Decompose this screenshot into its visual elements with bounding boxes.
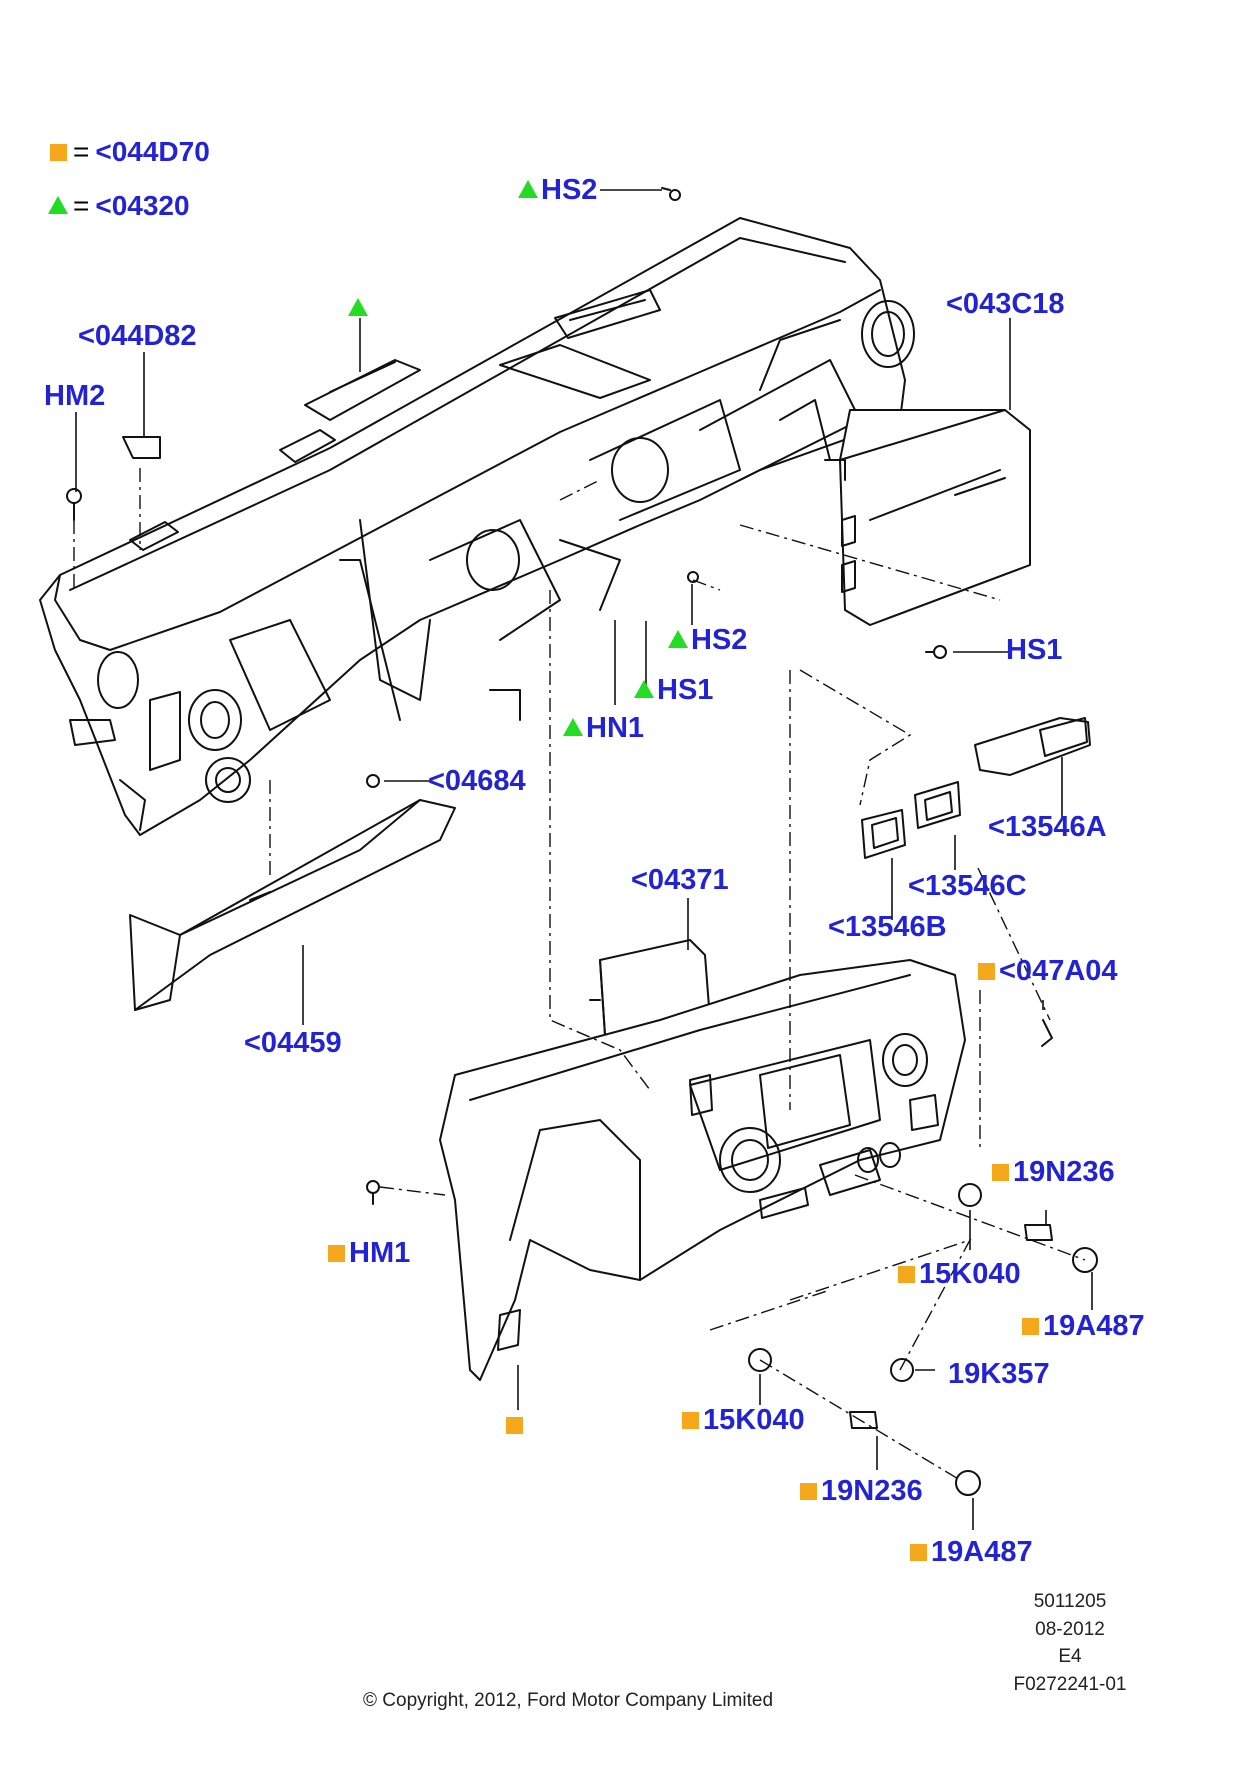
callout-text: <047A04 — [999, 955, 1118, 987]
figure-number: F0272241-01 — [1013, 1673, 1127, 1695]
green-triangle-icon — [668, 630, 688, 648]
callout-04371: <04371 — [631, 866, 729, 895]
reference-date: 08-2012 — [1035, 1618, 1105, 1640]
airbag-cover — [824, 409, 1031, 626]
callout-15k040-a: 15K040 — [898, 1260, 1021, 1289]
orange-square-icon — [328, 1245, 345, 1262]
callout-hm1: HM1 — [328, 1239, 410, 1268]
callout-hs2-mid: HS2 — [668, 626, 747, 655]
drawing-reference: 5011205 08-2012 E4 F0272241-01 — [1000, 1588, 1140, 1698]
lower-panel — [439, 959, 966, 1381]
callout-text: <13546B — [828, 911, 947, 943]
orange-square-icon — [992, 1164, 1009, 1181]
orange-square-icon — [800, 1483, 817, 1500]
callout-13546b: <13546B — [828, 913, 947, 942]
callout-19n236-b: 19N236 — [800, 1477, 923, 1506]
callout-043c18: <043C18 — [946, 290, 1065, 319]
callout-hs1-mid: HS1 — [634, 676, 713, 705]
callout-13546c: <13546C — [908, 872, 1027, 901]
callout-text: 15K040 — [919, 1258, 1021, 1290]
callout-hn1: HN1 — [563, 714, 644, 743]
instrument-panel — [39, 217, 915, 836]
callout-04459: <04459 — [244, 1029, 342, 1058]
callout-19k357: 19K357 — [948, 1360, 1050, 1389]
orange-square-icon — [50, 144, 67, 161]
orange-square-icon — [1022, 1318, 1039, 1335]
callout-19a487-b: 19A487 — [910, 1538, 1033, 1567]
callout-text: <13546A — [988, 811, 1107, 843]
callout-text: HS1 — [1006, 634, 1063, 666]
callout-04684: <04684 — [428, 767, 526, 796]
legend-code: <044D70 — [95, 136, 210, 167]
legend-triangle: =<04320 — [48, 192, 190, 220]
callout-text: <044D82 — [78, 320, 197, 352]
reference-code: E4 — [1058, 1646, 1082, 1668]
green-triangle-icon — [634, 680, 654, 698]
callout-13546a: <13546A — [988, 813, 1107, 842]
callout-text: <04684 — [428, 765, 526, 797]
legend-square: =<044D70 — [50, 138, 210, 166]
callout-text: HS1 — [657, 674, 714, 706]
callout-text: HM1 — [349, 1237, 411, 1269]
callout-text: HM2 — [44, 380, 106, 412]
callout-15k040-b: 15K040 — [682, 1406, 805, 1435]
copyright-notice: © Copyright, 2012, Ford Motor Company Li… — [363, 1690, 774, 1711]
callout-hm2: HM2 — [44, 382, 105, 411]
callout-text: <043C18 — [946, 288, 1065, 320]
glove-box — [129, 799, 456, 1011]
legend-code: <04320 — [95, 190, 190, 221]
callout-19n236-a: 19N236 — [992, 1158, 1115, 1187]
orange-square-icon — [682, 1412, 699, 1429]
callout-text: <04371 — [631, 864, 729, 896]
green-triangle-icon — [518, 180, 538, 198]
callout-text: 19N236 — [1013, 1156, 1115, 1188]
legend-equals: = — [73, 136, 90, 167]
callout-hs2-top: HS2 — [518, 176, 597, 205]
legend-equals: = — [73, 190, 90, 221]
callout-text: HN1 — [586, 712, 645, 744]
callout-text: 19K357 — [948, 1358, 1050, 1390]
callout-text: <13546C — [908, 870, 1027, 902]
callout-text: 19A487 — [931, 1536, 1033, 1568]
callout-text: HS2 — [691, 624, 748, 656]
callout-text: 15K040 — [703, 1404, 805, 1436]
green-triangle-icon — [48, 196, 68, 214]
orange-square-icon — [978, 963, 995, 980]
orange-square-icon — [910, 1544, 927, 1561]
leader-lines — [75, 189, 1093, 1530]
green-triangle-icon — [348, 298, 368, 316]
air-vents — [861, 717, 1091, 859]
orange-square-icon — [898, 1266, 915, 1283]
callout-044d82: <044D82 — [78, 322, 197, 351]
reference-number: 5011205 — [1033, 1591, 1107, 1612]
callout-text: 19A487 — [1043, 1310, 1145, 1342]
green-triangle-icon — [563, 718, 583, 736]
callout-text: <04459 — [244, 1027, 342, 1059]
callout-19a487-a: 19A487 — [1022, 1312, 1145, 1341]
fasteners — [66, 187, 1098, 1496]
orange-square-icon — [506, 1417, 523, 1434]
callout-hs1-right: HS1 — [1006, 636, 1062, 665]
callout-047a04: <047A04 — [978, 957, 1118, 986]
callout-text: 19N236 — [821, 1475, 923, 1507]
callout-text: HS2 — [541, 174, 598, 206]
